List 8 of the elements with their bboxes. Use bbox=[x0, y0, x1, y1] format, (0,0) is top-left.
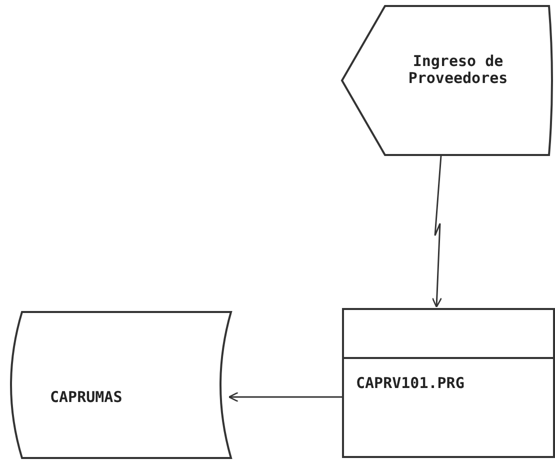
arrow bbox=[228, 392, 342, 402]
process-box bbox=[342, 308, 555, 458]
stored-data-shape bbox=[8, 311, 232, 459]
display-shape bbox=[341, 5, 553, 156]
node-label: CAPRUMAS bbox=[50, 389, 124, 406]
node-label: CAPRV101.PRG bbox=[356, 375, 466, 392]
node-label: Ingreso de Proveedores bbox=[407, 53, 509, 87]
arrow bbox=[432, 156, 442, 308]
